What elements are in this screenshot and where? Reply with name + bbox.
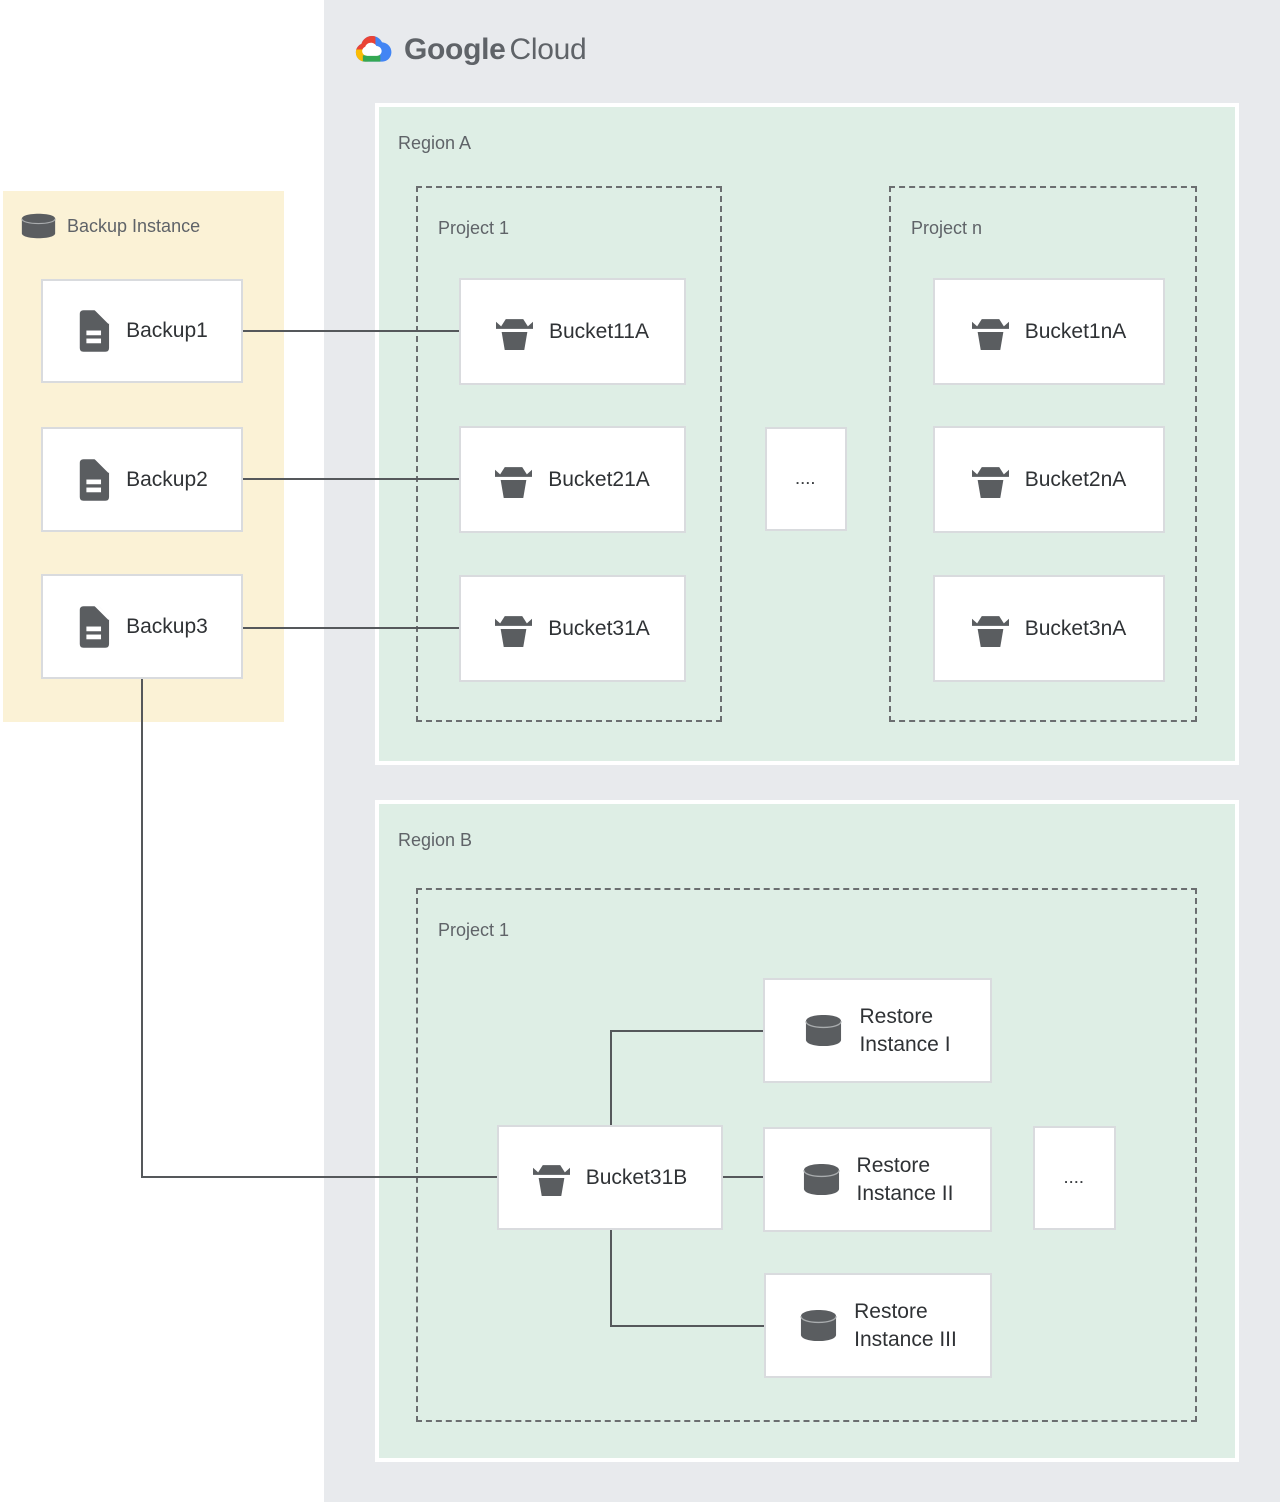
file-icon bbox=[76, 310, 110, 352]
backup3-label: Backup3 bbox=[126, 614, 208, 638]
project-n-region-a-box bbox=[889, 186, 1197, 722]
bucket11a-node: Bucket11A bbox=[459, 278, 686, 385]
connector-bucket31b-restore3-horizontal bbox=[610, 1325, 766, 1327]
bucket31a-label: Bucket31A bbox=[548, 616, 650, 640]
project-1-region-b-box bbox=[416, 888, 1197, 1422]
connector-bucket31b-restore3-vertical bbox=[610, 1230, 612, 1327]
restore-2-line2: Instance II bbox=[856, 1181, 954, 1205]
logo-word-google: Google bbox=[404, 33, 506, 66]
restore-1-line2: Instance I bbox=[859, 1032, 951, 1056]
connector-backup3-bucket31b-horizontal bbox=[141, 1176, 499, 1178]
bucket31b-node: Bucket31B bbox=[497, 1125, 723, 1230]
connector-bucket31b-restore1-horizontal bbox=[610, 1030, 765, 1032]
project-1-region-b-label: Project 1 bbox=[438, 920, 510, 940]
project-1-region-a-label: Project 1 bbox=[438, 218, 510, 238]
backup2-label: Backup2 bbox=[126, 467, 208, 491]
file-icon bbox=[76, 459, 110, 501]
backup3-node: Backup3 bbox=[41, 574, 243, 679]
database-icon bbox=[802, 1163, 841, 1196]
connector-bucket31b-restore2 bbox=[723, 1176, 765, 1178]
bucket-icon bbox=[972, 611, 1009, 647]
restore-2-line1: Restore bbox=[856, 1153, 931, 1177]
bucket-icon bbox=[972, 462, 1009, 498]
ellipsis-region-b: .... bbox=[1033, 1126, 1116, 1230]
region-a-label: Region A bbox=[398, 133, 472, 153]
database-icon bbox=[799, 1309, 838, 1342]
bucket-icon bbox=[972, 314, 1009, 350]
bucket31a-node: Bucket31A bbox=[459, 575, 686, 682]
connector-backup1-bucket11a bbox=[243, 330, 459, 332]
bucket-icon bbox=[533, 1160, 570, 1196]
backup-instance-header: Backup Instance bbox=[20, 213, 200, 239]
bucket2na-label: Bucket2nA bbox=[1024, 467, 1127, 491]
database-icon bbox=[804, 1014, 843, 1047]
bucket-icon bbox=[495, 462, 532, 498]
bucket31b-label: Bucket31B bbox=[585, 1165, 688, 1189]
bucket21a-node: Bucket21A bbox=[459, 426, 686, 533]
bucket1na-node: Bucket1nA bbox=[933, 278, 1165, 385]
bucket1na-label: Bucket1nA bbox=[1024, 319, 1127, 343]
project-n-region-a-label: Project n bbox=[911, 218, 983, 238]
backup1-label: Backup1 bbox=[126, 319, 208, 342]
backup2-node: Backup2 bbox=[41, 427, 243, 532]
restore-1-line1: Restore bbox=[859, 1004, 933, 1028]
database-icon bbox=[20, 213, 57, 239]
connector-bucket31b-restore1-vertical bbox=[610, 1030, 612, 1127]
file-icon bbox=[76, 606, 110, 648]
connector-backup3-bucket31b-vertical bbox=[141, 679, 143, 1178]
bucket21a-label: Bucket21A bbox=[548, 467, 650, 491]
logo-word-cloud: Cloud bbox=[509, 33, 587, 66]
backup-instance-title: Backup Instance bbox=[67, 215, 201, 236]
backup1-node: Backup1 bbox=[41, 279, 243, 383]
connector-backup2-bucket21a bbox=[243, 478, 459, 480]
google-cloud-icon bbox=[354, 35, 393, 66]
restore-3-line2: Instance III bbox=[854, 1327, 957, 1351]
bucket-icon bbox=[495, 611, 532, 647]
restore-3-line1: Restore bbox=[854, 1299, 928, 1323]
connector-backup3-bucket31a bbox=[243, 627, 459, 629]
region-b-label: Region B bbox=[398, 830, 473, 850]
project-1-region-a-box bbox=[416, 186, 722, 722]
bucket3na-label: Bucket3nA bbox=[1024, 616, 1127, 640]
bucket3na-node: Bucket3nA bbox=[933, 575, 1165, 682]
bucket-icon bbox=[496, 314, 533, 350]
bucket2na-node: Bucket2nA bbox=[933, 426, 1165, 533]
ellipsis-region-a: .... bbox=[765, 427, 847, 531]
bucket11a-label: Bucket11A bbox=[548, 319, 649, 343]
